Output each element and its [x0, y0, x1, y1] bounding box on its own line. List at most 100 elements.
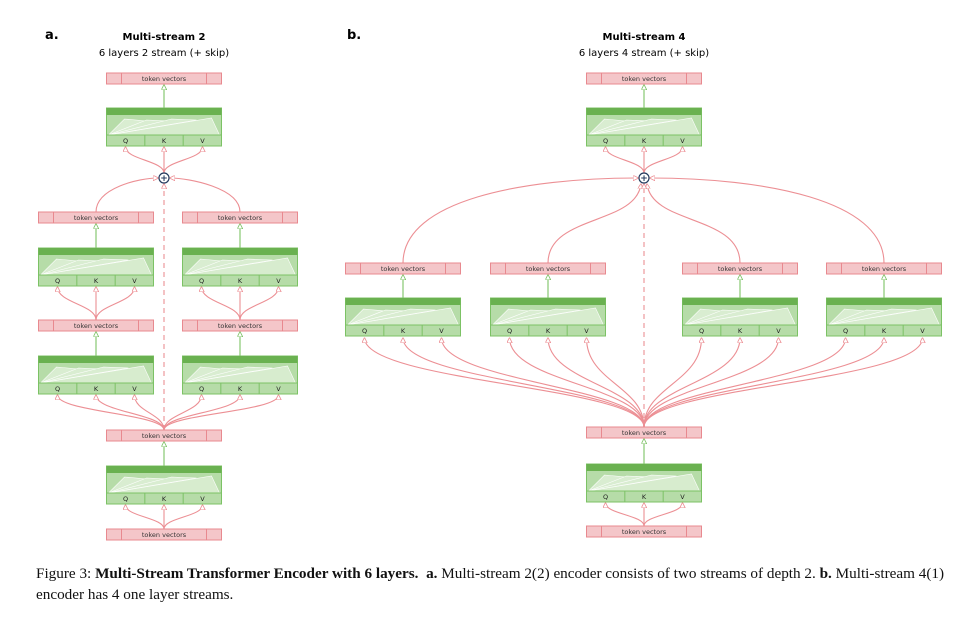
red-edge-arrow — [239, 287, 279, 321]
token-bar-label: token vectors — [622, 528, 667, 536]
attention-fan — [588, 474, 677, 492]
attention-fan — [184, 258, 273, 276]
plus-icon — [158, 172, 170, 184]
plus-icon — [638, 172, 650, 184]
attention-fan — [492, 308, 581, 326]
block-header — [106, 466, 222, 473]
red-edge-arrow — [548, 338, 645, 428]
red-edge-arrow — [163, 395, 240, 431]
block-header — [490, 298, 606, 305]
block-header — [345, 298, 461, 305]
stream-token-vectors: token vectors — [38, 319, 154, 332]
token-bar-label: token vectors — [74, 214, 119, 222]
red-edge-arrow — [135, 395, 165, 431]
red-edge-arrow — [163, 395, 279, 431]
red-edge-arrow — [643, 338, 884, 428]
red-edge-arrow — [442, 338, 645, 428]
plus-symbol: + — [160, 174, 168, 184]
qkv-label-q: Q — [55, 385, 60, 393]
red-edge-arrow — [643, 503, 683, 527]
block-header — [106, 108, 222, 115]
qkv-label-v: V — [276, 277, 281, 285]
qkv-label-v: V — [680, 493, 685, 501]
token-bar-body — [106, 429, 222, 442]
block-header — [38, 356, 154, 363]
qkv-label-k: K — [162, 495, 167, 503]
plus-symbol: + — [640, 174, 648, 184]
stream-token-vectors: token vectors — [38, 211, 154, 224]
qkv-label-q: Q — [843, 327, 848, 335]
token-bar-body — [586, 426, 702, 439]
token-bar-label: token vectors — [526, 265, 571, 273]
red-edge-arrow — [126, 147, 165, 174]
qkv-label-k: K — [94, 277, 99, 285]
panel-b-title: Multi-stream 4 — [603, 32, 686, 43]
token-bar-body — [490, 262, 606, 275]
red-edge-arrow — [547, 184, 641, 264]
qkv-label-q: Q — [55, 277, 60, 285]
qkv-label-k: K — [238, 277, 243, 285]
stream-token-vectors: token vectors — [182, 211, 298, 224]
qkv-label-q: Q — [362, 327, 367, 335]
attention-fan — [40, 366, 129, 384]
attention-fan — [108, 476, 197, 494]
red-edge-arrow — [643, 338, 923, 428]
qkv-label-k: K — [162, 137, 167, 145]
token-bar-label: token vectors — [622, 429, 667, 437]
qkv-label-k: K — [882, 327, 887, 335]
red-edge-arrow — [606, 147, 645, 174]
middle-token-vectors: token vectors — [106, 429, 222, 442]
block-header — [38, 248, 154, 255]
stream-token-vectors: token vectors — [490, 262, 606, 275]
attention-fan — [347, 308, 436, 326]
panel-b-label: b. — [347, 28, 361, 43]
qkv-label-q: Q — [603, 493, 608, 501]
block-header — [682, 298, 798, 305]
output-token-vectors: token vectors — [586, 72, 702, 85]
attention-fan — [184, 366, 273, 384]
qkv-label-k: K — [238, 385, 243, 393]
token-bar-body — [106, 72, 222, 85]
token-bar-body — [826, 262, 942, 275]
qkv-label-q: Q — [123, 137, 128, 145]
token-bar-label: token vectors — [381, 265, 426, 273]
token-bar-label: token vectors — [74, 322, 119, 330]
qkv-label-k: K — [401, 327, 406, 335]
qkv-label-v: V — [276, 385, 281, 393]
stream-token-vectors: token vectors — [182, 319, 298, 332]
token-bar-label: token vectors — [218, 322, 263, 330]
red-edge-arrow — [163, 395, 202, 431]
qkv-label-v: V — [200, 495, 205, 503]
red-edge-arrow — [643, 338, 779, 428]
attention-fan — [108, 118, 197, 136]
caption-prefix: Figure 3: — [36, 565, 92, 582]
red-edge-arrow — [163, 147, 203, 174]
figure-caption: Figure 3: Multi-Stream Transformer Encod… — [36, 563, 946, 605]
red-edge-arrow — [96, 395, 165, 431]
token-bar-label: token vectors — [218, 214, 263, 222]
token-bar-label: token vectors — [862, 265, 907, 273]
token-bar-body — [345, 262, 461, 275]
caption-bold-title: Multi-Stream Transformer Encoder with 6 … — [95, 565, 419, 582]
block-header — [182, 248, 298, 255]
qkv-label-q: Q — [699, 327, 704, 335]
attention-fan — [828, 308, 917, 326]
token-bar-body — [38, 211, 154, 224]
stream-token-vectors: token vectors — [682, 262, 798, 275]
sum-node: + — [158, 172, 170, 184]
panel-a-subtitle: 6 layers 2 stream (+ skip) — [99, 48, 229, 59]
panel-a-title: Multi-stream 2 — [123, 32, 206, 43]
red-edge-arrow — [170, 178, 241, 213]
red-edge-arrow — [643, 338, 702, 428]
stream-token-vectors: token vectors — [345, 262, 461, 275]
token-bar-label: token vectors — [622, 75, 667, 83]
red-edge-arrow — [587, 338, 645, 428]
qkv-label-q: Q — [123, 495, 128, 503]
qkv-label-v: V — [439, 327, 444, 335]
